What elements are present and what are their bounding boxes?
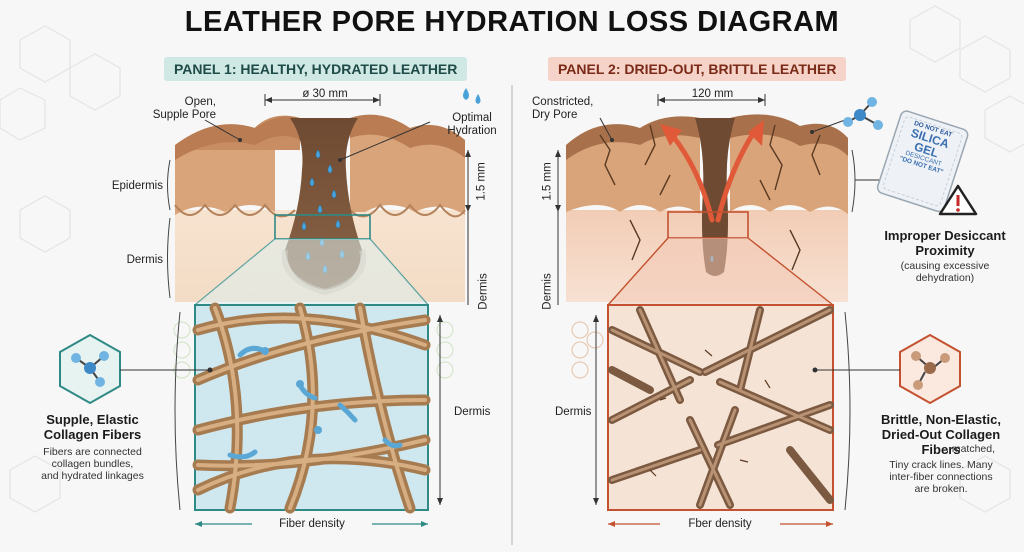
panel2-label: PANEL 2: DRIED-OUT, BRITTLE LEATHER (548, 57, 847, 81)
panel1-hydration-label: Optimal Hydration (447, 112, 497, 137)
desiccant-desc: (causing excessive dehydration) (900, 260, 990, 284)
panel1-label: PANEL 1: HEALTHY, HYDRATED LEATHER (164, 57, 468, 81)
panel1-epidermis-label: Epidermis (111, 180, 163, 192)
page-title: LEATHER PORE HYDRATION LOSS DIAGRAM (184, 6, 840, 38)
panel2-pore-label: Constricted, Dry Pore (532, 96, 594, 121)
panel2-dermis-left-label: Dermis (541, 273, 554, 310)
panel2-fiber-title: Brittle, Non-Elastic, Dried-Out Collagen… (881, 412, 1001, 457)
panel1-diameter-label: ø 30 mm (302, 88, 348, 100)
desiccant-title: Improper Desiccant Proximity (884, 228, 1006, 258)
panel1-fiber-title: Supple, Elastic Collagen Fibers (43, 412, 142, 442)
panel2-diameter-label: 120 mm (691, 88, 734, 100)
panel1-dermis-right-label: Dermis (477, 273, 490, 310)
panel2-fiber-density: Fber density (660, 518, 780, 531)
panel2-fiber-desc-inline: , matched, (946, 443, 996, 455)
panel1-dermis-side-label: Dermis (454, 406, 491, 418)
panel1-depth-label: 1.5 mm (475, 162, 488, 201)
panel2-fiber-desc: Tiny crack lines. Many inter-fiber conne… (889, 459, 993, 495)
panel2-depth-label: 1.5 mm (541, 162, 554, 201)
panel2-dermis-side-label: Dermis (555, 406, 592, 418)
panel1-fiber-desc: Fibers are connected collagen bundles, a… (41, 446, 144, 482)
panel1-fiber-density: Fiber density (252, 518, 372, 531)
panel1-dermis-label: Dermis (126, 254, 163, 266)
panel1-pore-label: Open, Supple Pore (152, 96, 216, 121)
